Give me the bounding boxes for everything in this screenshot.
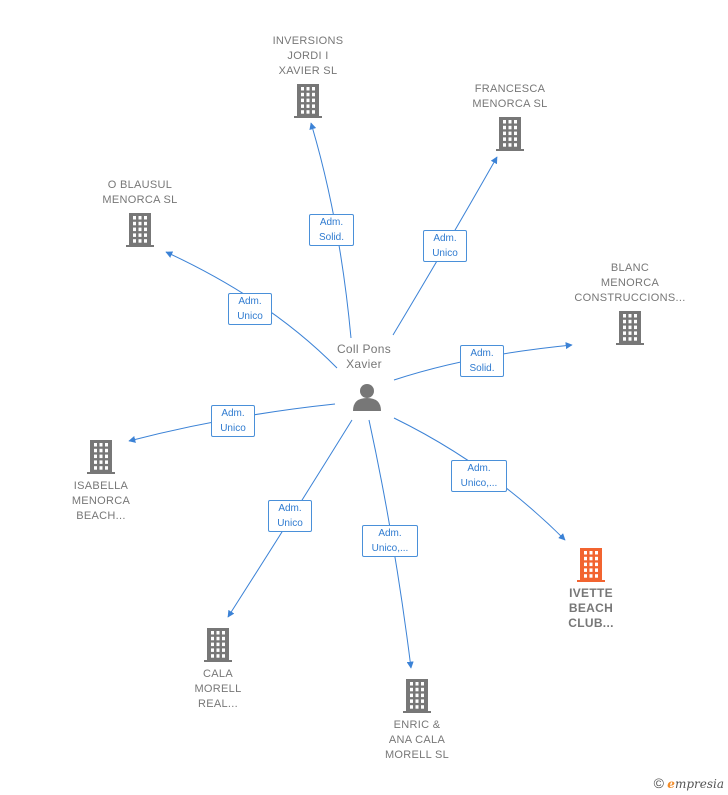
company-label-oblausul[interactable]: O BLAUSUL MENORCA SL [102,179,178,206]
edge-role-label: Adm. Unico,... [451,460,507,492]
building-icon [294,84,322,118]
company-label-cala[interactable]: CALA MORELL REAL... [194,668,242,710]
edge-role-label: Adm. Solid. [309,214,354,246]
edge-role-label: Adm. Unico [268,500,312,532]
company-label-isabella[interactable]: ISABELLA MENORCA BEACH... [71,480,131,522]
edge-role-label: Adm. Unico,... [362,525,418,557]
center-person-label[interactable]: Coll Pons Xavier [336,342,392,371]
building-icon [616,311,644,345]
building-icon [87,440,115,474]
company-label-blanc[interactable]: BLANC MENORCA CONSTRUCCIONS... [574,262,686,304]
watermark: © empresia [654,775,724,791]
company-label-enric[interactable]: ENRIC & ANA CALA MORELL SL [384,719,450,761]
edge-role-label: Adm. Unico [211,405,255,437]
company-label-francesca[interactable]: FRANCESCA MENORCA SL [472,83,548,110]
company-label-inversions[interactable]: INVERSIONS JORDI I XAVIER SL [272,35,344,77]
copyright-symbol: © [653,775,664,791]
edge-role-label: Adm. Solid. [460,345,504,377]
building-icon [496,117,524,151]
person-icon [353,384,381,411]
building-icon [204,628,232,662]
company-label-ivette[interactable]: IVETTE BEACH CLUB... [568,586,614,630]
edge-role-label: Adm. Unico [228,293,272,325]
edge-role-label: Adm. Unico [423,230,467,262]
building-icon [403,679,431,713]
building-icon [577,548,605,582]
brand-logo: empresia [667,777,724,791]
building-icon [126,213,154,247]
